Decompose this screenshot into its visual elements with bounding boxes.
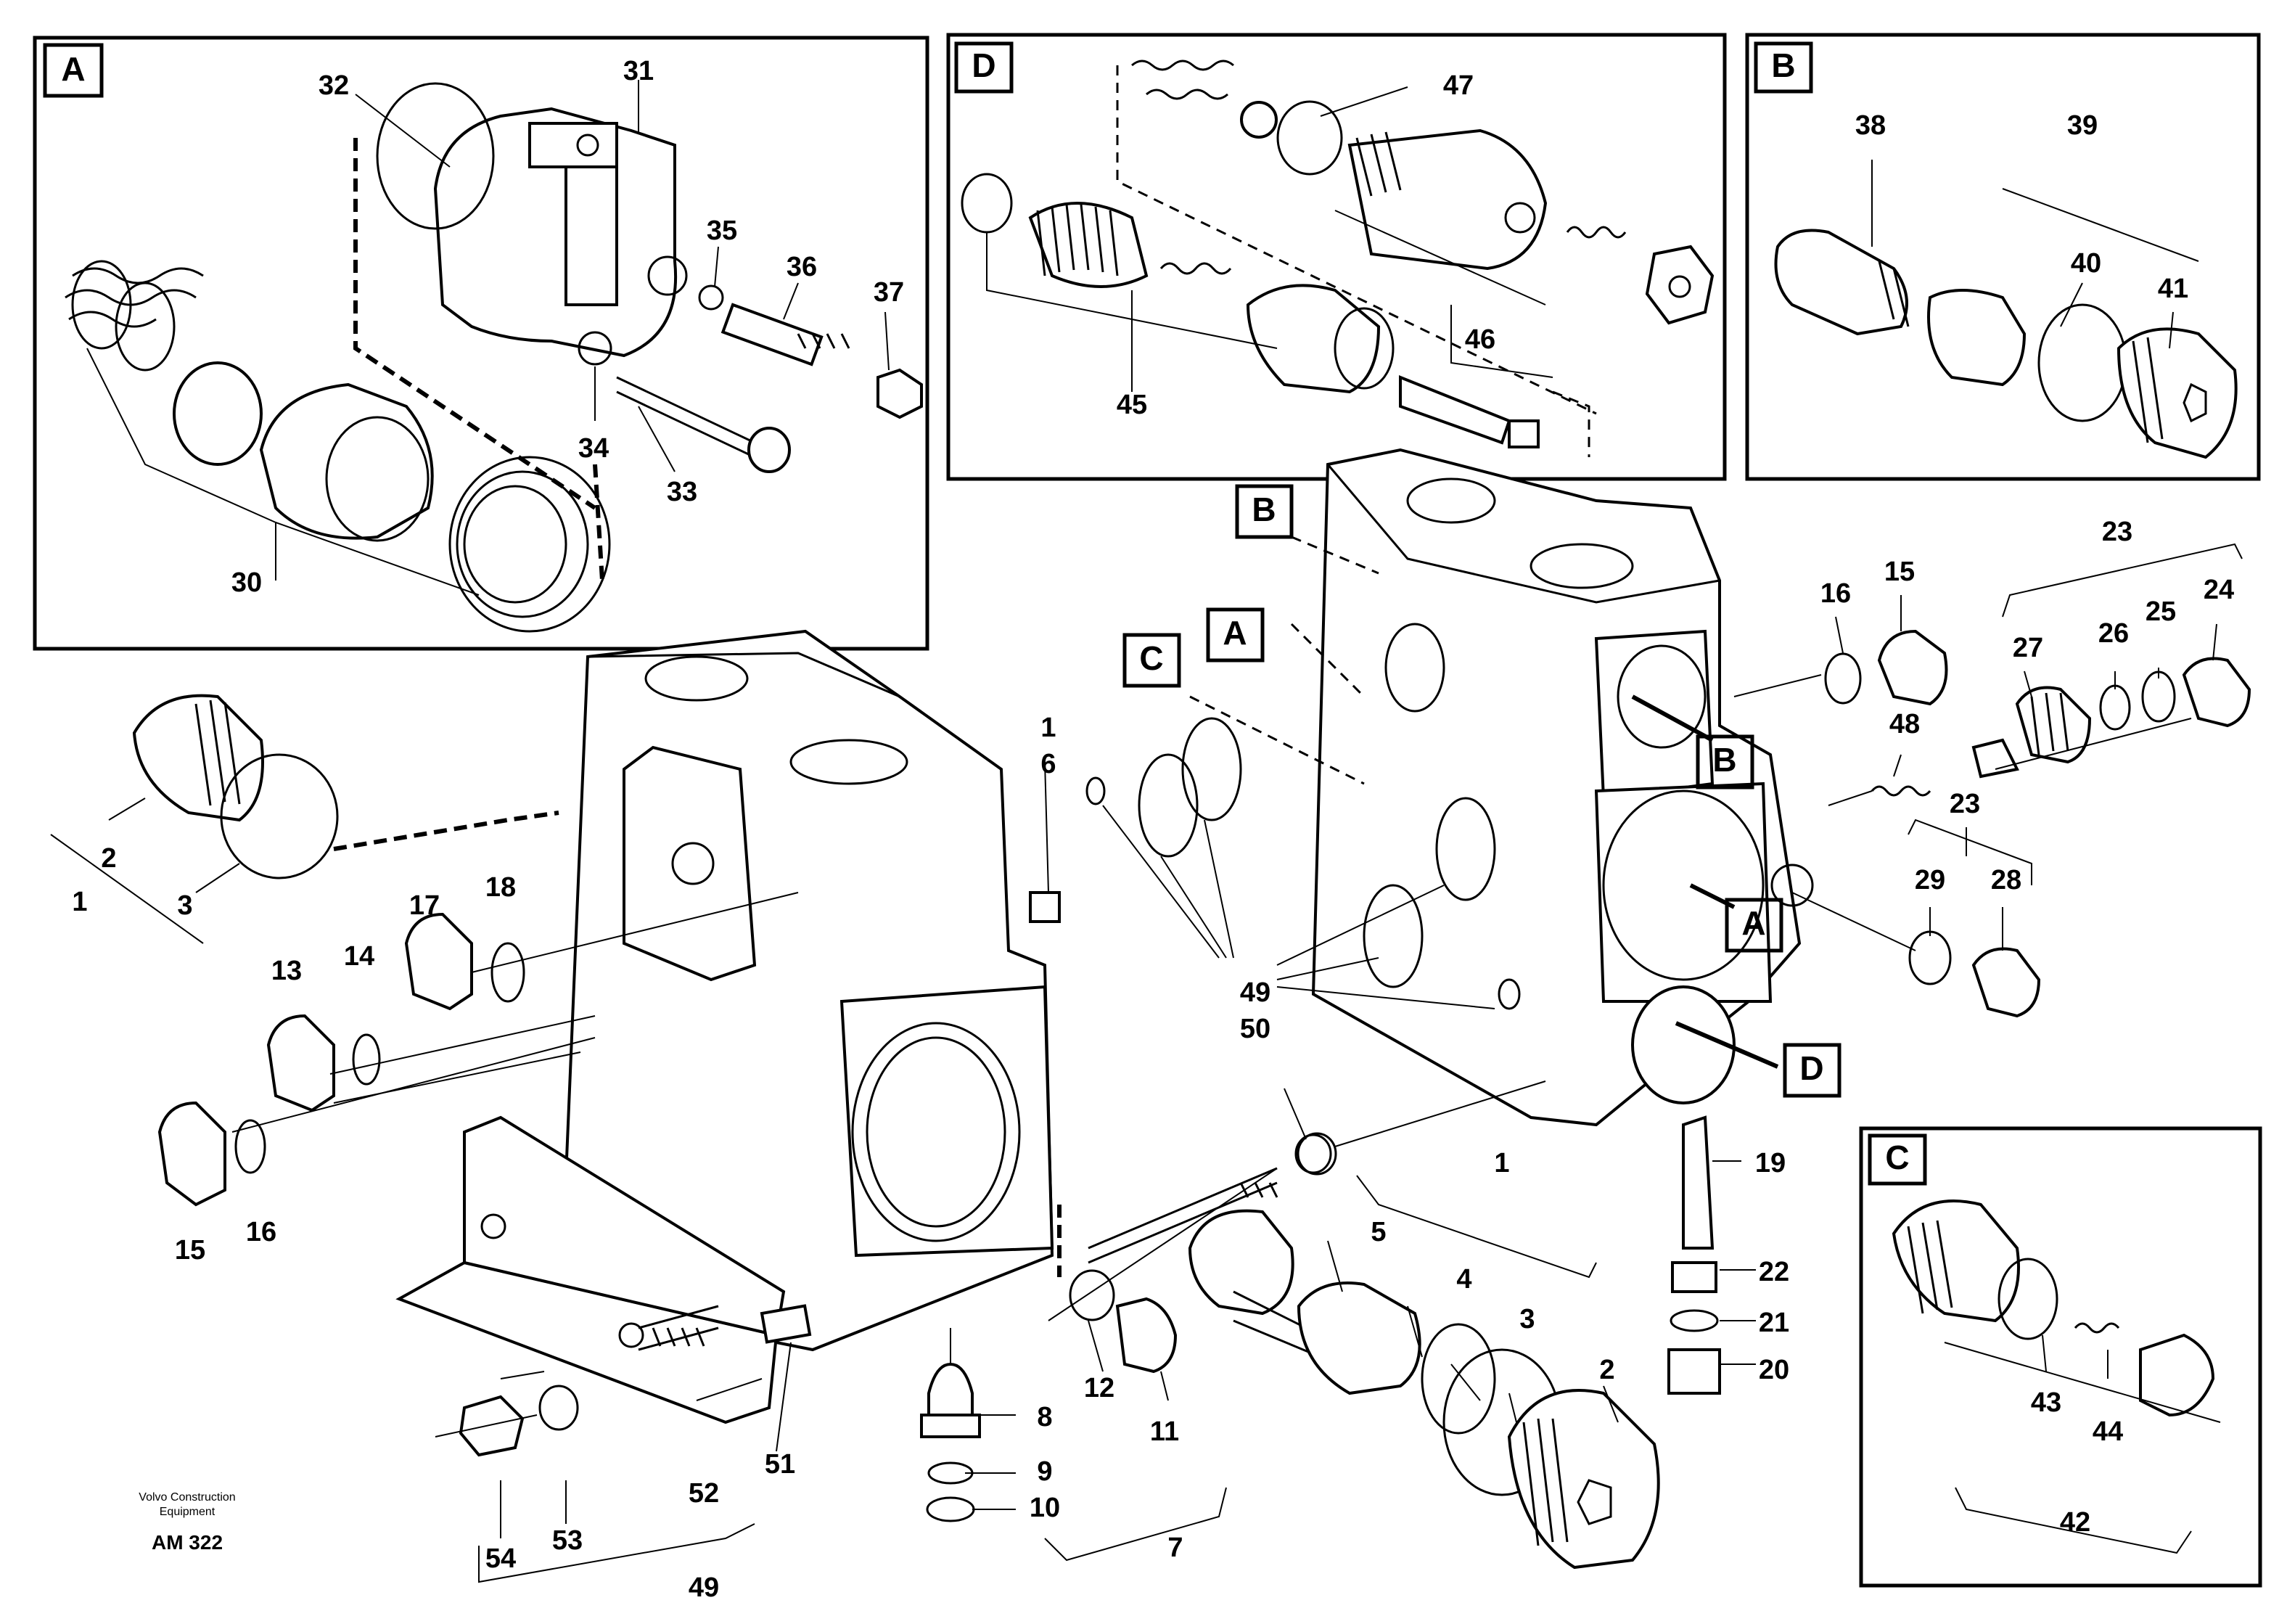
- callout-tag-b-top: B: [1235, 484, 1294, 539]
- part-label-49: 49: [1240, 977, 1270, 1008]
- part-label-25: 25: [2146, 596, 2176, 627]
- svg-text:B: B: [1712, 741, 1736, 779]
- box-a-letter: A: [61, 50, 85, 88]
- svg-text:D: D: [1799, 1049, 1823, 1087]
- detail-box-c: C 43 44 42: [1859, 1126, 2262, 1588]
- part-label-19: 19: [1755, 1148, 1786, 1178]
- part-label-20: 20: [1759, 1355, 1789, 1385]
- callout-tag-b-port: B: [1696, 734, 1754, 790]
- part-label-32: 32: [319, 70, 349, 101]
- svg-text:A: A: [1741, 904, 1765, 942]
- part-label-36: 36: [787, 252, 817, 282]
- part-label-43: 43: [2031, 1387, 2061, 1418]
- part-label-18: 18: [485, 872, 516, 903]
- part-label-46: 46: [1465, 324, 1495, 355]
- right-loose-parts: 16 15 23 27 26 25 24 48 23 29 28 49 50 1…: [1102, 517, 2251, 1385]
- part-label-17: 17: [409, 890, 440, 921]
- part-label-5: 5: [1371, 1217, 1386, 1247]
- part-label-33: 33: [667, 477, 697, 507]
- part-label-31: 31: [623, 56, 654, 86]
- manufacturer-line-1: Volvo Construction: [139, 1491, 235, 1504]
- detail-box-b: B 38 39 40 41: [1745, 33, 2261, 481]
- part-label-12: 12: [1084, 1373, 1114, 1403]
- drawing-code: AM 322: [152, 1531, 223, 1554]
- part-label-21: 21: [1759, 1308, 1789, 1338]
- part-label-15-right: 15: [1884, 557, 1915, 587]
- part-label-48: 48: [1889, 709, 1920, 739]
- part-label-24: 24: [2204, 575, 2234, 605]
- left-loose-parts: 2 3 1 13 14 17 18 15 16 1 6 52 54 53 49 …: [50, 694, 1756, 1603]
- part-label-51: 51: [765, 1449, 795, 1480]
- part-label-14: 14: [344, 941, 374, 972]
- part-label-53: 53: [552, 1525, 583, 1556]
- part-label-8: 8: [1037, 1402, 1052, 1432]
- part-label-42: 42: [2060, 1507, 2090, 1538]
- part-label-13: 13: [271, 956, 302, 986]
- part-label-6: 6: [1040, 749, 1056, 779]
- callout-tag-d-port: D: [1783, 1043, 1841, 1098]
- part-label-28: 28: [1991, 865, 2021, 895]
- part-label-41: 41: [2158, 274, 2188, 304]
- drawing-footer: Volvo Construction Equipment AM 322: [139, 1491, 235, 1554]
- part-label-34: 34: [578, 433, 609, 464]
- part-label-16: 16: [246, 1217, 276, 1247]
- part-label-50: 50: [1240, 1014, 1270, 1044]
- part-label-3: 3: [177, 890, 192, 921]
- part-label-26: 26: [2098, 618, 2129, 649]
- part-label-45: 45: [1117, 390, 1147, 420]
- part-label-38: 38: [1855, 110, 1886, 141]
- part-label-35: 35: [707, 216, 737, 246]
- part-label-23-upper: 23: [2102, 517, 2132, 547]
- part-label-44: 44: [2093, 1416, 2123, 1447]
- part-label-47: 47: [1443, 70, 1474, 101]
- part-label-23-lower: 23: [1950, 789, 1980, 819]
- part-label-2-right: 2: [1599, 1355, 1614, 1385]
- part-label-15: 15: [175, 1235, 205, 1266]
- part-label-37: 37: [874, 277, 904, 308]
- part-label-4: 4: [1456, 1264, 1471, 1295]
- part-label-39: 39: [2067, 110, 2098, 141]
- part-label-30: 30: [231, 567, 262, 598]
- part-label-22: 22: [1759, 1257, 1789, 1287]
- part-label-52: 52: [689, 1478, 719, 1509]
- svg-text:B: B: [1252, 491, 1276, 528]
- svg-text:C: C: [1139, 639, 1163, 677]
- part-label-40: 40: [2071, 248, 2101, 279]
- detail-box-a: A: [33, 36, 929, 651]
- main-valve-body-left: [333, 629, 1062, 1352]
- box-d-letter: D: [972, 46, 995, 84]
- box-c-letter: C: [1885, 1139, 1909, 1176]
- part-label-9: 9: [1037, 1456, 1052, 1487]
- part-label-3-right: 3: [1519, 1304, 1535, 1334]
- part-label-16-right: 16: [1820, 578, 1851, 609]
- manufacturer-line-2: Equipment: [160, 1506, 215, 1518]
- detail-box-d: D 47 46 45: [946, 33, 1727, 481]
- svg-text:A: A: [1223, 614, 1247, 652]
- box-b-letter: B: [1771, 46, 1795, 84]
- part-label-2: 2: [101, 843, 116, 874]
- part-label-7: 7: [1167, 1533, 1183, 1563]
- part-label-1: 1: [72, 887, 87, 917]
- part-label-10: 10: [1030, 1493, 1060, 1523]
- part-label-11: 11: [1150, 1416, 1179, 1447]
- part-label-49-bottom: 49: [689, 1572, 719, 1603]
- callout-tag-a-top: A: [1206, 607, 1265, 663]
- part-label-54: 54: [485, 1543, 516, 1574]
- part-label-29: 29: [1915, 865, 1945, 895]
- part-label-27: 27: [2013, 633, 2043, 663]
- callout-tag-a-port: A: [1725, 898, 1783, 953]
- callout-tag-c-top: C: [1122, 633, 1181, 688]
- part-label-1-right: 1: [1494, 1148, 1509, 1178]
- part-label-1-upper: 1: [1040, 713, 1056, 743]
